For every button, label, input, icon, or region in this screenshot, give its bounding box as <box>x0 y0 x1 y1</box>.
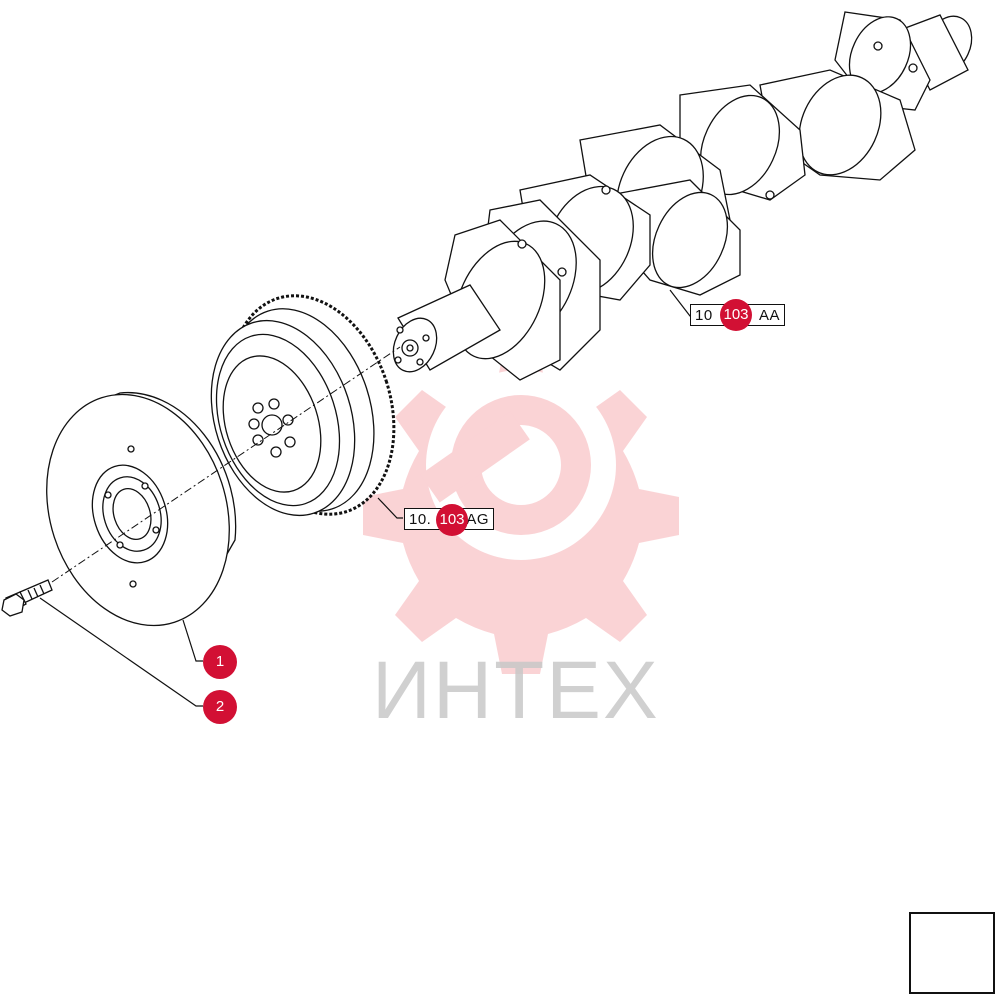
watermark-text: ИНТЕХ <box>372 645 660 736</box>
callout-2[interactable]: 2 <box>203 690 237 724</box>
damper-pulley <box>46 391 237 627</box>
watermark-gear-logo <box>363 358 679 674</box>
callout-1[interactable]: 1 <box>203 645 237 679</box>
timing-gear <box>210 294 396 517</box>
reference-prefix: 10 <box>695 307 713 324</box>
reference-badge-aa[interactable]: 103 <box>720 299 752 331</box>
bolt <box>1 579 53 617</box>
axis-line <box>51 346 401 583</box>
reference-suffix: AG <box>466 511 489 528</box>
reference-prefix: 10. <box>409 511 432 528</box>
crankshaft <box>392 11 973 381</box>
nav-back-button[interactable] <box>909 912 995 994</box>
reference-badge-ag[interactable]: 103 <box>436 504 468 536</box>
reference-suffix: AA <box>758 307 780 324</box>
